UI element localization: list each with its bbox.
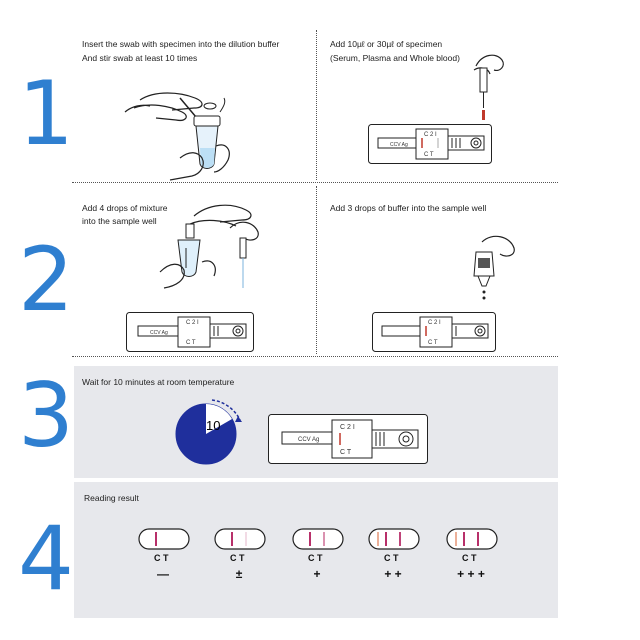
- svg-text:C T: C T: [424, 152, 434, 158]
- divider-col-1: [316, 30, 317, 180]
- step2-right-text: Add 3 drops of buffer into the sample we…: [330, 203, 487, 213]
- result-ct-label: C T: [230, 553, 245, 563]
- step-number-1: 1: [18, 62, 74, 165]
- test-cassette-step2-right: C 2 I C T: [372, 312, 496, 352]
- result-sign: ±: [236, 567, 243, 581]
- svg-text:C 2 I: C 2 I: [428, 320, 441, 326]
- result-sign: + + +: [457, 567, 485, 581]
- timer-value: 10: [206, 418, 220, 433]
- step-number-3: 3: [18, 364, 74, 467]
- cassette-strip-label: CCV Ag: [390, 142, 408, 148]
- svg-text:C 2 I: C 2 I: [340, 424, 355, 431]
- step2-left-line1: Add 4 drops of mixture: [82, 203, 168, 213]
- result-ct-label: C T: [154, 553, 169, 563]
- step4-title: Reading result: [84, 493, 139, 503]
- result-ct-label: C T: [462, 553, 477, 563]
- step-number-2: 2: [18, 228, 74, 331]
- timer-icon: 10: [175, 399, 242, 465]
- svg-text:C 2 I: C 2 I: [186, 320, 199, 326]
- buffer-bottle-illustration: [473, 235, 515, 300]
- drop-mixture-illustration: [159, 204, 259, 289]
- svg-text:CCV Ag: CCV Ag: [150, 330, 168, 336]
- svg-text:C T: C T: [186, 340, 196, 346]
- result-window-4: C T + +: [368, 528, 420, 581]
- cassette-ci-label: C 2 I: [424, 132, 437, 138]
- result-window-1: C T —: [138, 528, 190, 581]
- step1-left-line2: And stir swab at least 10 times: [82, 53, 198, 63]
- step4-panel: [74, 482, 558, 618]
- test-cassette-step3: CCV Ag C 2 I C T: [268, 414, 428, 464]
- svg-text:CCV Ag: CCV Ag: [298, 437, 319, 443]
- step3-text: Wait for 10 minutes at room temperature: [82, 377, 235, 387]
- result-ct-label: C T: [308, 553, 323, 563]
- result-sign: —: [157, 567, 169, 581]
- step1-right-line1: Add 10µℓ or 30µℓ of specimen: [330, 39, 443, 49]
- svg-text:C T: C T: [428, 340, 438, 346]
- result-sign: + +: [384, 567, 401, 581]
- test-cassette-step1: CCV Ag C 2 I C T: [368, 124, 492, 164]
- step1-left-line1: Insert the swab with specimen into the d…: [82, 39, 280, 49]
- step2-left-line2: into the sample well: [82, 216, 157, 226]
- step-number-4: 4: [18, 507, 74, 610]
- test-cassette-step2-left: CCV Ag C 2 I C T: [126, 312, 254, 352]
- result-window-3: C T +: [292, 528, 344, 581]
- result-window-2: C T ±: [214, 528, 266, 581]
- result-window-5: C T + + +: [446, 528, 498, 581]
- divider-row-1: [72, 182, 558, 183]
- swab-tube-illustration: [124, 92, 230, 181]
- result-sign: +: [313, 567, 320, 581]
- divider-col-2: [316, 186, 317, 354]
- pipette-illustration: [473, 54, 504, 120]
- step1-right-line2: (Serum, Plasma and Whole blood): [330, 53, 460, 63]
- result-ct-label: C T: [384, 553, 399, 563]
- divider-row-2: [72, 356, 558, 357]
- svg-text:C T: C T: [340, 449, 352, 456]
